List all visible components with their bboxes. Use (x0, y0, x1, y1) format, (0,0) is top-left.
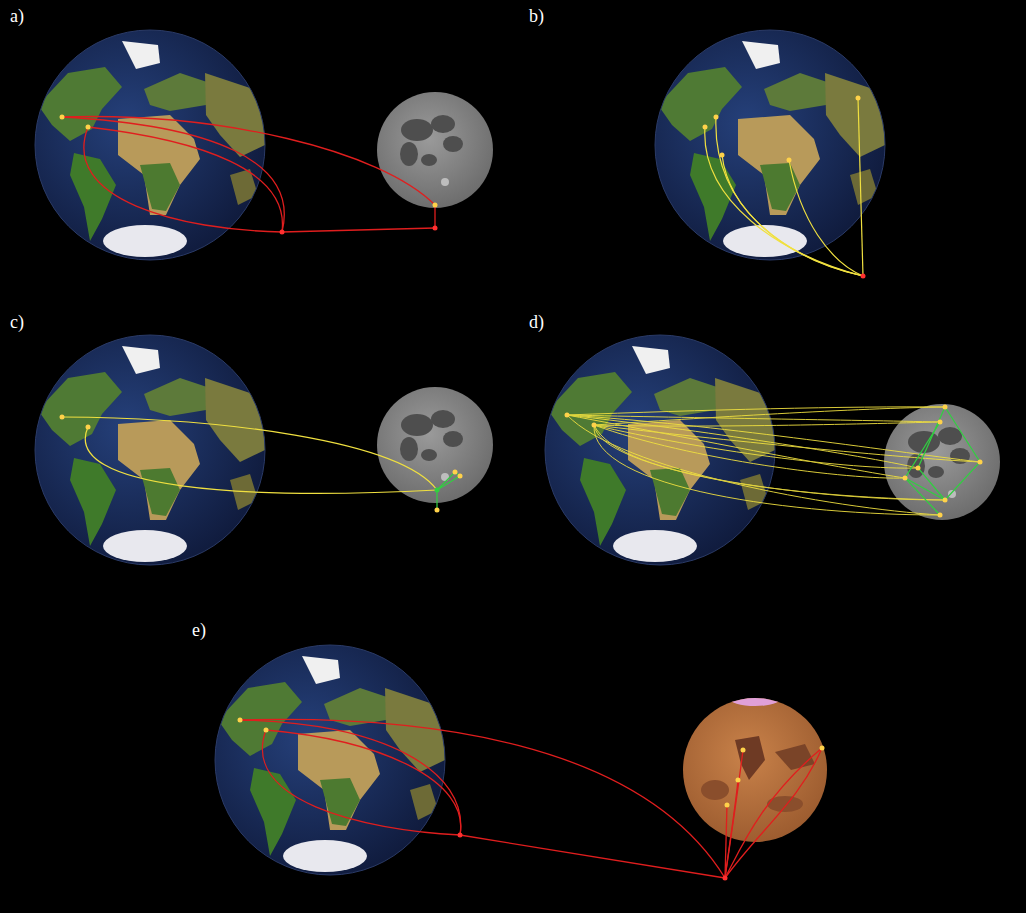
panel-b-figure (655, 30, 885, 279)
panel-label: e) (192, 620, 206, 640)
panel-label: b) (529, 6, 544, 26)
panel-e-figure (215, 645, 827, 881)
panel-c-figure (35, 335, 493, 565)
panel-label: d) (529, 312, 544, 332)
panel-label: a) (10, 6, 24, 26)
panel-label: c) (10, 312, 24, 332)
panel-d-figure (545, 335, 1000, 565)
panel-a-figure (35, 30, 493, 260)
